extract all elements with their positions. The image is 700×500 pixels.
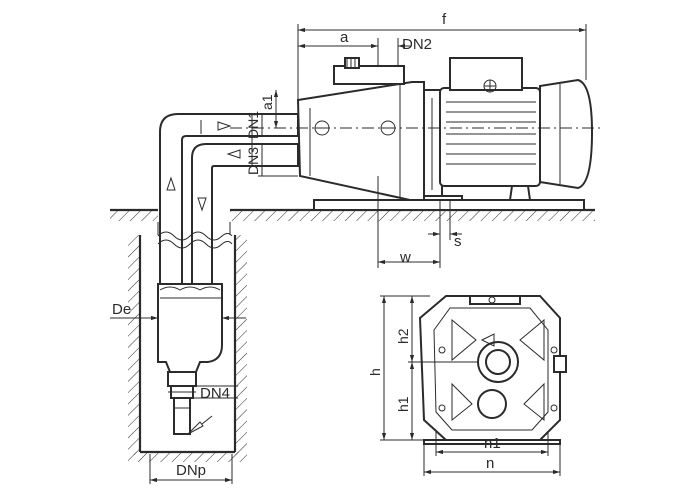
dimension-w-s: w s [377,176,462,268]
label-dn1: DN1 [245,111,261,139]
label-dn4: DN4 [200,385,230,402]
pump-front-view [418,295,567,445]
dimension-a1: a1 [259,90,279,128]
flow-down-arrow-icon [197,197,207,212]
rotation-arrow-icon [480,333,495,347]
label-f: f [442,11,447,28]
label-n1: n1 [484,435,501,452]
label-a1: a1 [259,94,275,110]
label-a: a [340,29,349,46]
label-w: w [399,249,411,266]
dimension-h: h h2 h1 [367,295,478,441]
dimension-dn4: DN4 [193,385,238,402]
dimension-a: a DN2 [298,29,432,66]
dimension-f: f [297,11,587,100]
label-de: De [112,301,131,318]
label-h: h [367,368,383,376]
label-h1: h1 [395,396,411,412]
flow-left-arrow-icon [226,149,241,159]
pipes [157,113,299,286]
motor [423,57,594,203]
label-n: n [486,455,494,472]
well-shaft [128,222,247,462]
dimension-dnp: DNp [149,454,233,484]
base-plate [313,199,585,211]
label-h2: h2 [395,328,411,344]
dimension-dn1-dn3: DN1 DN3 [245,111,298,177]
flow-up-arrow-icon [166,176,176,191]
ejector [157,283,223,435]
inlet-arrow-icon [187,421,204,435]
pump-casing [296,57,443,201]
label-dn2: DN2 [402,36,432,53]
label-dn3: DN3 [245,147,261,175]
dimension-de: De [110,301,246,321]
label-s: s [454,233,462,250]
flow-right-arrow-icon [217,121,232,131]
dimension-n: n1 n [423,432,561,476]
label-dnp: DNp [176,462,206,479]
